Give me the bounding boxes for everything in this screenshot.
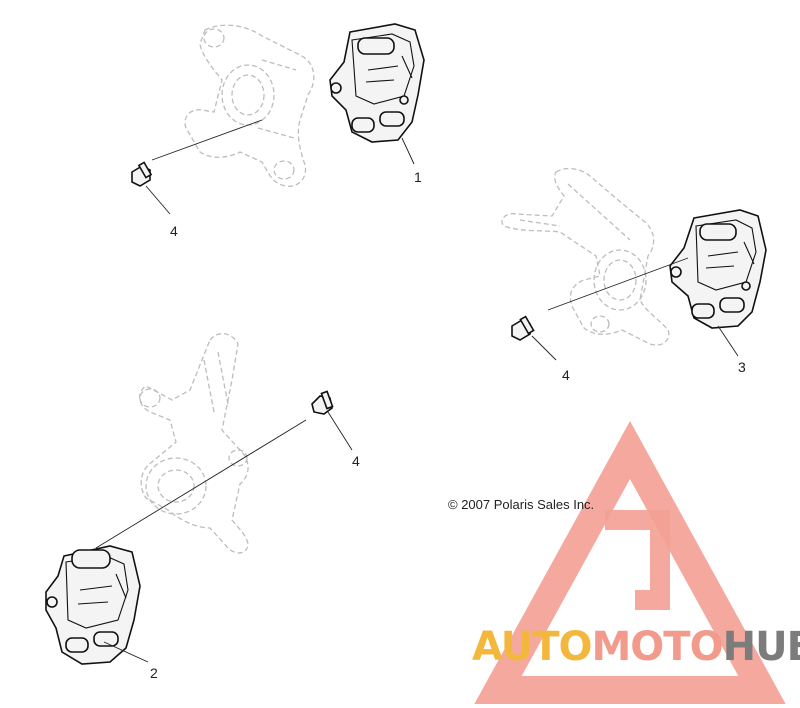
assembly-line-3	[547, 257, 689, 311]
callout-4-middle: 4	[352, 453, 360, 469]
watermark-moto: MOTO	[591, 624, 724, 670]
callout-3: 3	[738, 359, 746, 375]
leader-line-4b	[531, 335, 557, 361]
callout-1: 1	[414, 169, 422, 185]
knuckle-top-left	[184, 24, 315, 187]
bolt-4-middle	[311, 390, 334, 415]
callout-2: 2	[150, 665, 158, 681]
leader-line-4a	[145, 185, 171, 215]
watermark-hub: HUB	[722, 624, 800, 670]
watermark-wordmark: AUTOMOTOHUB	[472, 624, 800, 670]
assembly-line-1	[151, 119, 263, 161]
leader-line-3	[717, 325, 739, 357]
knuckle-right	[501, 167, 670, 346]
callout-4-right: 4	[562, 367, 570, 383]
bolt-4-top-left	[131, 161, 153, 187]
bolt-4-right	[511, 315, 535, 341]
caliper-3	[669, 209, 767, 329]
assembly-line-2	[95, 419, 307, 549]
leader-line-4c	[327, 411, 353, 451]
watermark-auto: AUTO	[472, 624, 592, 670]
copyright-notice: © 2007 Polaris Sales Inc.	[448, 497, 595, 512]
knuckle-bottom-left	[139, 333, 249, 554]
callout-4-top-left: 4	[170, 223, 178, 239]
caliper-1	[329, 23, 425, 143]
watermark-logo-triangle	[474, 420, 786, 704]
leader-line-2	[103, 641, 149, 663]
leader-line-1	[401, 137, 415, 165]
caliper-2	[45, 545, 141, 665]
